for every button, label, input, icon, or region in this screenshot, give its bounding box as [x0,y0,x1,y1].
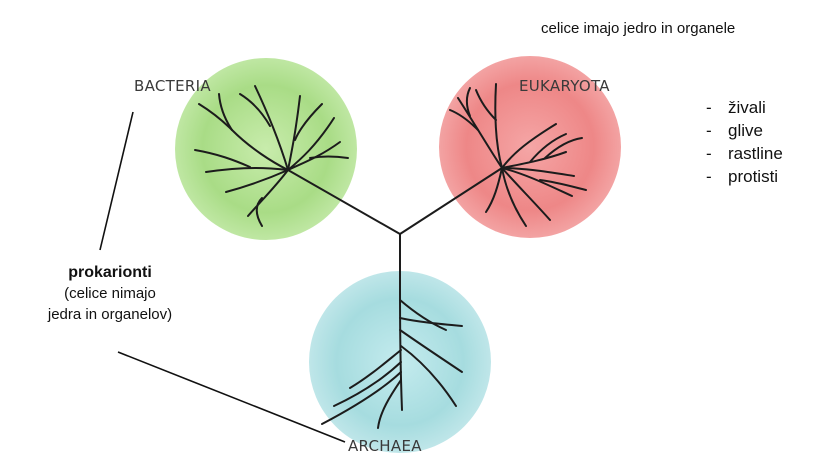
prokaryote-title: prokarionti [20,262,200,283]
list-item: -glive [706,119,783,142]
list-item-label: glive [728,121,763,140]
list-item-label: živali [728,98,766,117]
list-item: -rastline [706,142,783,165]
prokaryote-desc-line1: (celice nimajo [20,283,200,304]
list-item: -protisti [706,165,783,188]
prokaryote-note: prokarionti (celice nimajo jedra in orga… [20,262,200,325]
header-note: celice imajo jedro in organele [541,20,735,37]
list-item-label: protisti [728,167,778,186]
list-dash: - [706,142,728,165]
list-dash: - [706,165,728,188]
domain-label-bacteria: BACTERIA [134,77,211,95]
eukaryote-group-list: -živali -glive -rastline -protisti [706,96,783,188]
pointer-to-bacteria [100,112,133,250]
list-dash: - [706,96,728,119]
domain-label-archaea: ARCHAEA [348,437,422,455]
domain-label-eukaryota: EUKARYOTA [519,77,610,95]
prokaryote-desc-line2: jedra in organelov) [20,304,200,325]
list-dash: - [706,119,728,142]
list-item: -živali [706,96,783,119]
list-item-label: rastline [728,144,783,163]
